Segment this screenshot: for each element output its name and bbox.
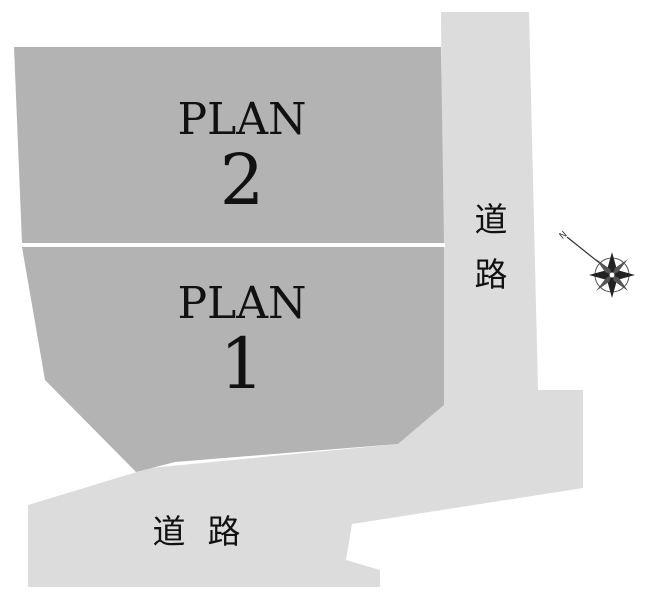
lot-plan-2-number: 2 xyxy=(220,139,265,221)
compass-rose-icon xyxy=(566,236,635,298)
road-south-label-char-2: 路 xyxy=(208,512,241,551)
lot-plan-2 xyxy=(14,47,444,243)
compass-north-letter: N xyxy=(558,230,570,242)
lot-plan-1 xyxy=(22,247,444,472)
lot-plan-1-label: PLAN xyxy=(177,278,306,329)
lot-plan-1-number: 1 xyxy=(220,323,265,405)
road-east-label-char-1: 道 xyxy=(475,200,508,239)
lot-plan-2-label: PLAN xyxy=(177,94,306,145)
road-south-label-char-1: 道 xyxy=(153,512,186,551)
road-east-label-char-2: 路 xyxy=(475,255,508,294)
road-east xyxy=(28,12,583,587)
